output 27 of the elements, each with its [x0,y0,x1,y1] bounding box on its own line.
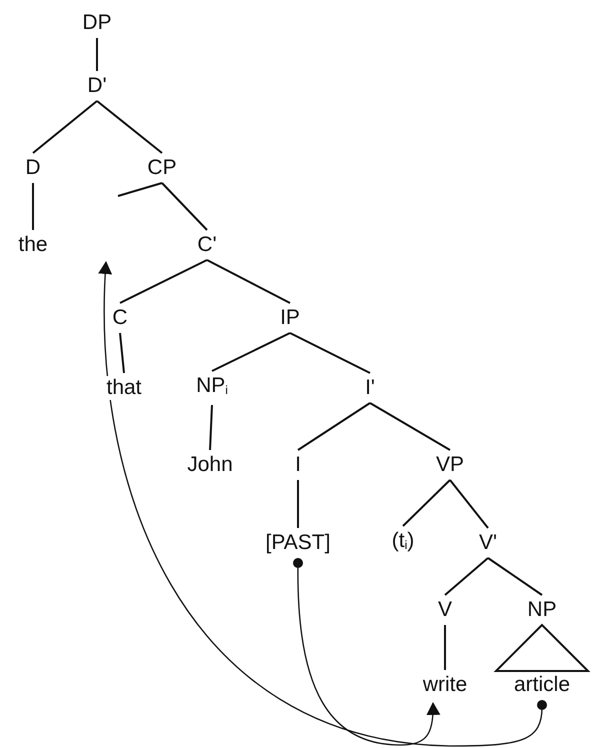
branch-line [32,100,98,154]
branch-line [206,259,290,304]
branch-line [96,38,98,71]
branch-triangle [494,624,590,672]
node-label: (t$_{i}$) [392,529,414,552]
word-label: [PAST] [266,531,330,555]
branch-line [209,404,213,450]
branch-line [96,100,163,154]
branch-line [118,182,162,197]
branch-line [449,479,489,529]
branch-line [119,332,125,374]
word-label: that [106,376,142,400]
branch-line [161,182,208,231]
branch-line [487,557,543,596]
branch-line [444,557,489,596]
branch-line [402,479,451,527]
branch-line [297,402,371,451]
branch-line [370,402,450,451]
branch-line [32,183,34,230]
branch-line [120,259,208,304]
branch-line [444,625,446,670]
movement-arrow [98,261,547,747]
branch-line [297,480,299,528]
branch-line [212,332,290,372]
branch-line [290,332,370,374]
movement-arrow [293,558,440,746]
node-label: NP$_{i}$ [196,374,228,397]
